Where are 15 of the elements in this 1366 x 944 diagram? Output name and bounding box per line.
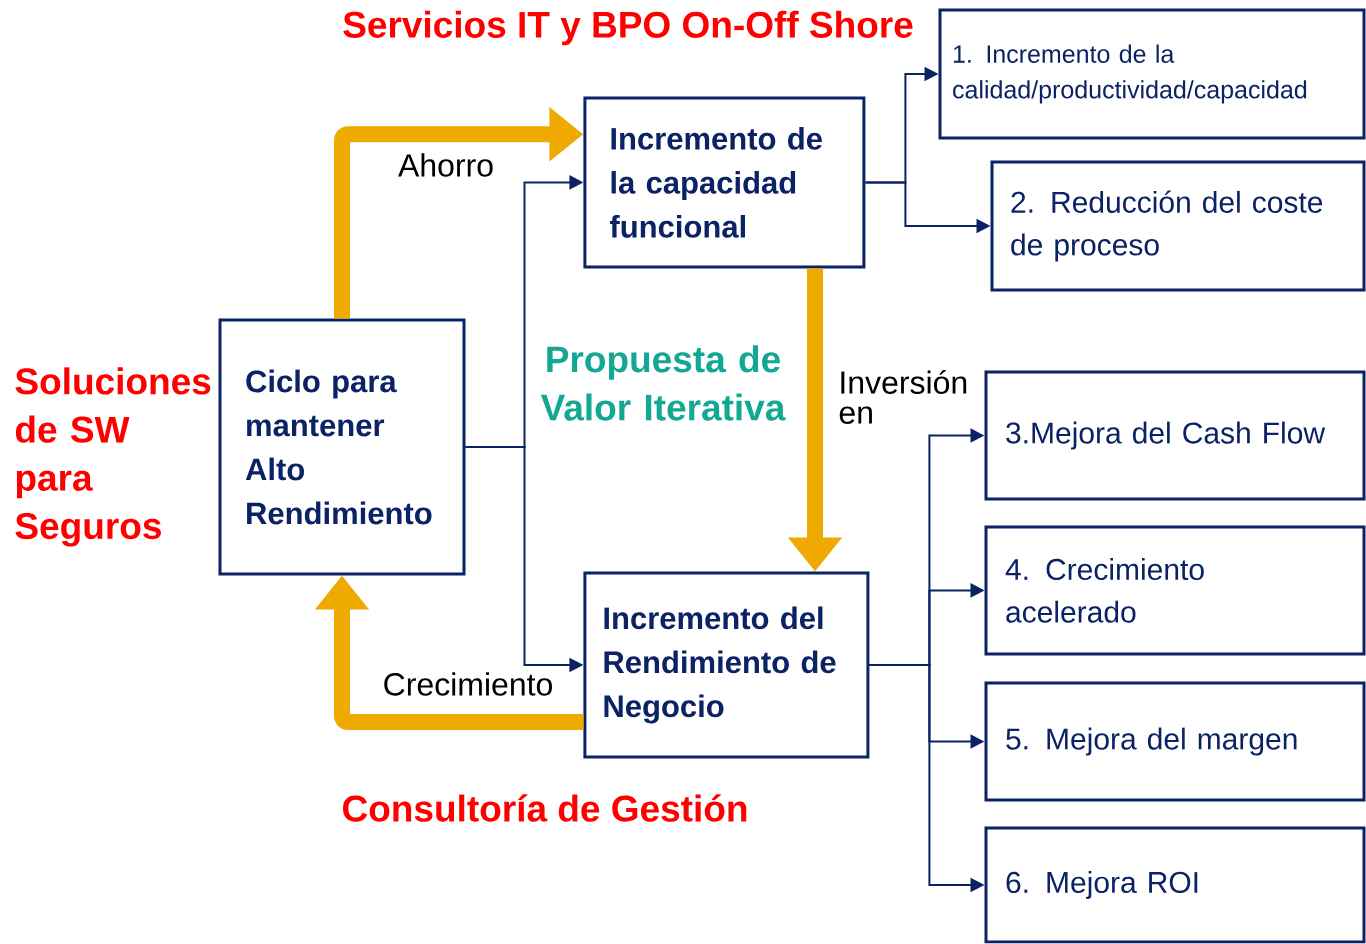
process-box: Ciclo para mantener Alto Rendimiento [218, 318, 466, 576]
edge-label: Inversión en [836, 368, 981, 426]
heading-label: Consultoría de Gestión [343, 794, 747, 822]
process-box: Incremento de la capacidad funcional [583, 96, 866, 269]
heading-label: Servicios IT y BPO On-Off Shore [343, 10, 913, 46]
result-box: 6. Mejora ROI [984, 826, 1366, 944]
result-box: 1. Incremento de la calidad/productividad/capacidad [938, 8, 1366, 140]
result-box: 4. Crecimiento acelerado [984, 525, 1366, 656]
result-box: 5. Mejora del margen [984, 681, 1366, 802]
heading-label: Propuesta de Valor Iterativa [540, 345, 786, 421]
process-box: Incremento del Rendimiento de Negocio [583, 571, 870, 759]
result-box: 2. Reducción del coste de proceso [990, 160, 1366, 292]
edge-label: Ahorro [396, 151, 497, 179]
result-box: 3.Mejora del Cash Flow [984, 370, 1366, 501]
edge-label: Crecimiento [380, 670, 556, 698]
